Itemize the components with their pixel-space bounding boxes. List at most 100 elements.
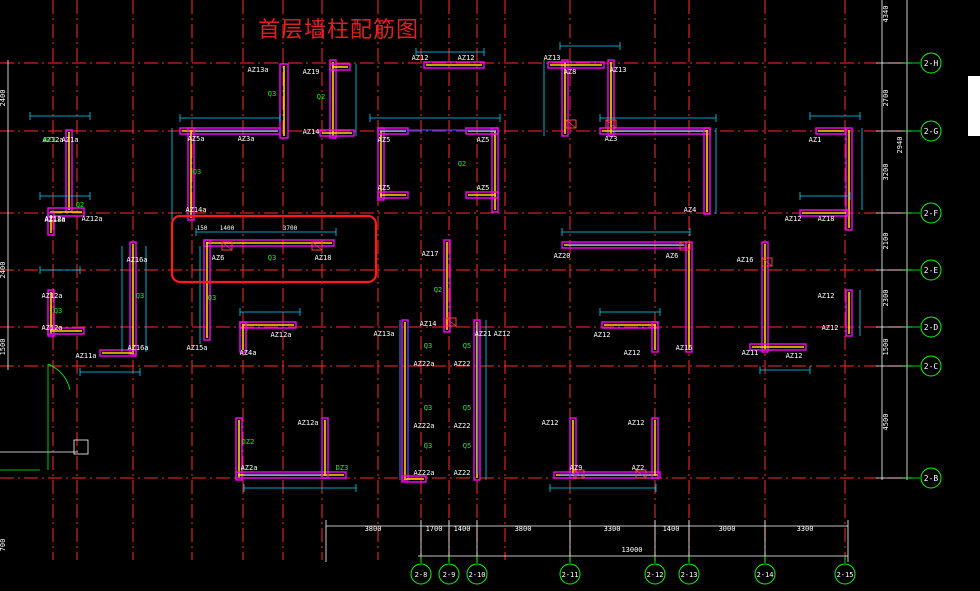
column-label: AZ5 <box>378 136 391 144</box>
bottom-dimension-text: 3800 <box>515 525 532 533</box>
wall-label: Q3 <box>424 404 432 412</box>
axis-bubble <box>920 52 942 74</box>
wall-segment <box>465 191 499 199</box>
column-label: AZ6 <box>666 252 679 260</box>
axis-bubble-text: 2-F <box>924 209 939 218</box>
column-label: AZ2 <box>632 464 645 472</box>
wall-segment <box>279 63 289 139</box>
column-label: AZ21 <box>475 330 492 338</box>
wall-segment <box>329 63 351 71</box>
wall-segment <box>47 327 85 335</box>
column-label: AZ4a <box>240 349 257 357</box>
axis-bubble-text: 2-15 <box>837 571 854 579</box>
column-label: AZ12a <box>41 324 62 332</box>
column-label: AZ13 <box>610 66 627 74</box>
column-label: AZ18a <box>44 216 65 224</box>
column-label: AZ19 <box>303 68 320 76</box>
wall-segment <box>651 321 659 353</box>
bottom-dimension-text: 3800 <box>365 525 382 533</box>
left-dimension-text: 2400 <box>0 262 7 279</box>
column-label: AZ5 <box>378 184 391 192</box>
wall-segment <box>129 241 137 355</box>
column-label: AZ18 <box>818 215 835 223</box>
right-edge-panel <box>968 76 980 136</box>
column-label: AZ12a <box>44 215 65 223</box>
axis-bubble-text: 2-C <box>924 362 939 371</box>
wall-label: Q3 <box>208 294 216 302</box>
wall-label: Q3 <box>424 442 432 450</box>
column-label: AZ1 <box>809 136 822 144</box>
column-label: AZ9 <box>570 464 583 472</box>
column-label: AZ12 <box>822 324 839 332</box>
wall-label: DZ3 <box>336 464 349 472</box>
column-label: AZ12 <box>628 419 645 427</box>
bottom-dimension-text: 1400 <box>663 525 680 533</box>
column-hatch <box>445 317 457 327</box>
axis-bubble-text: 2-E <box>924 266 939 275</box>
column-label: AZ12 <box>542 419 559 427</box>
door-box <box>73 439 89 455</box>
column-label: AZ5 <box>477 136 490 144</box>
column-hatch-line <box>679 241 691 251</box>
bottom-dimension-text: 1700 <box>426 525 443 533</box>
column-hatch <box>761 257 773 267</box>
column-label: AZ22a <box>413 360 434 368</box>
wall-segment <box>761 241 769 353</box>
axis-bubble-text: 2-B <box>924 474 939 483</box>
column-label: AZ22 <box>454 422 471 430</box>
wall-segment <box>799 209 849 217</box>
column-label: AZ12a <box>270 331 291 339</box>
column-hatch <box>221 241 233 251</box>
right-dimension-text: 3200 <box>882 164 890 181</box>
column-label: AZ12 <box>818 292 835 300</box>
bottom-dimension-text: 1400 <box>454 525 471 533</box>
wall-label: Q5 <box>463 404 471 412</box>
wall-label: Q5 <box>463 442 471 450</box>
wall-segment <box>569 417 577 479</box>
wall-label: Q3 <box>268 90 276 98</box>
column-label: AZ4 <box>684 206 697 214</box>
wall-segment <box>47 207 85 217</box>
wall-label: Q3 <box>54 307 62 315</box>
column-label: AZ12a <box>297 419 318 427</box>
column-label: AZ22 <box>454 360 471 368</box>
column-label: AZ2a <box>241 464 258 472</box>
wall-segment <box>187 127 195 221</box>
right-dimension-text: 4340 <box>882 6 890 23</box>
axis-bubble-text: 2-10 <box>469 571 486 579</box>
column-hatch-line <box>445 317 457 327</box>
axis-bubble <box>410 563 432 585</box>
right-dimension-text: 2100 <box>882 233 890 250</box>
right-dimension-text: 2300 <box>882 290 890 307</box>
column-label: AZ22 <box>454 469 471 477</box>
wall-segment <box>329 59 337 139</box>
column-label: AZ12 <box>624 349 641 357</box>
axis-bubble <box>678 563 700 585</box>
wall-segment <box>319 129 355 137</box>
axis-bubble-text: 2-12 <box>647 571 664 579</box>
column-label: AZ12 <box>412 54 429 62</box>
wall-label: Q5 <box>463 342 471 350</box>
wall-segment <box>473 319 481 481</box>
wall-segment <box>607 59 615 137</box>
column-label: AZ13a <box>247 66 268 74</box>
column-label: AZ12a <box>42 136 63 144</box>
column-hatch-line <box>761 257 773 267</box>
column-label: AZ11a <box>75 352 96 360</box>
right-dimension-text: 2700 <box>882 90 890 107</box>
axis-bubble <box>920 355 942 377</box>
column-label: AZ5 <box>477 184 490 192</box>
wall-segment <box>321 417 329 479</box>
axis-bubble <box>559 563 581 585</box>
column-label: AZ8 <box>564 68 577 76</box>
wall-segment <box>553 471 661 479</box>
column-label: AZ22a <box>413 422 434 430</box>
column-hatch-line <box>221 241 233 251</box>
column-label: AZ5a <box>188 135 205 143</box>
column-label: AZ12 <box>785 215 802 223</box>
left-dimension-text: 2400 <box>0 90 7 107</box>
column-label: AZ14a <box>185 206 206 214</box>
